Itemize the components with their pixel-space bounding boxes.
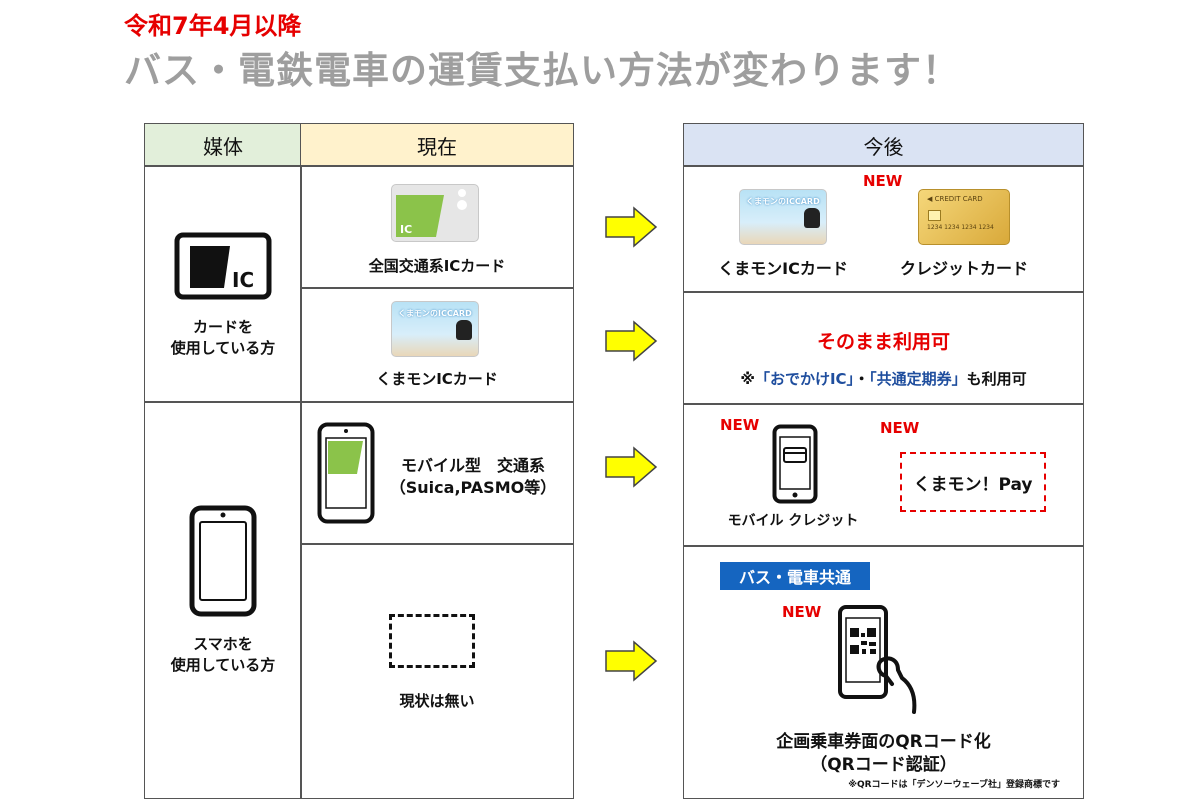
current-kumamon-cell bbox=[300, 287, 574, 403]
bus-train-common-label: バス・電車共通 bbox=[738, 568, 851, 587]
future-cards-cell bbox=[683, 165, 1084, 293]
continue-use-note: ※「おでかけIC」・「共通定期券」も利用可 bbox=[683, 368, 1084, 389]
media-smartphone-cell bbox=[144, 401, 302, 799]
arrow-right-icon bbox=[605, 446, 658, 488]
current-ic-cell bbox=[300, 165, 574, 289]
card-user-label-1: カードを bbox=[192, 318, 253, 336]
smartphone-user-label-2: 使用している方 bbox=[170, 656, 276, 674]
future-continue-cell bbox=[683, 291, 1084, 405]
credit-card-new-badge: NEW bbox=[863, 172, 903, 190]
national-ic-card-image: IC bbox=[391, 184, 479, 242]
credit-card-label: クレジットカード bbox=[899, 259, 1028, 278]
future-kumamon-card-label: くまモンICカード bbox=[718, 259, 848, 278]
mobile-credit-phone-icon bbox=[772, 424, 818, 508]
header-current: 現在 bbox=[300, 123, 574, 167]
credit-card-text: ◀ CREDIT CARD bbox=[927, 195, 983, 203]
qr-trademark-note: ※QRコードは「デンソーウェーブ社」登録商標です bbox=[848, 780, 1060, 790]
mobile-credit-label: モバイル クレジット bbox=[727, 513, 859, 529]
header-media: 媒体 bbox=[144, 123, 302, 167]
qr-label-2: （QRコード認証） bbox=[810, 755, 957, 775]
qr-label-1: 企画乗車券面のQRコード化 bbox=[776, 732, 991, 752]
smartphone-user-label-1: スマホを bbox=[193, 635, 253, 653]
none-placeholder-box bbox=[389, 614, 475, 668]
card-user-label-2: 使用している方 bbox=[170, 339, 276, 357]
future-qr-cell bbox=[683, 545, 1084, 799]
credit-card-image: ◀ CREDIT CARD 1234 1234 1234 1234 bbox=[918, 189, 1010, 245]
kumamon-pay-label: くまモン！Pay bbox=[913, 474, 1033, 495]
kumamon-pay-new-badge: NEW bbox=[880, 419, 920, 437]
note-common-pass: 「共通定期券」 bbox=[869, 370, 967, 388]
continue-use-text: そのまま利用可 bbox=[816, 331, 950, 353]
header-future: 今後 bbox=[683, 123, 1084, 167]
future-kumamon-card-image: くまモンのICCARD bbox=[739, 189, 827, 245]
future-mobile-cell bbox=[683, 403, 1084, 547]
page-title: バス・電鉄電車の運賃支払い方法が変わります！ bbox=[124, 49, 960, 92]
future-kumamon-brand-text: くまモンのICCARD bbox=[746, 197, 820, 206]
current-none-cell bbox=[300, 543, 574, 799]
none-label: 現状は無い bbox=[399, 692, 475, 710]
media-card-cell bbox=[144, 165, 302, 403]
note-odekake-ic: 「おでかけIC」 bbox=[754, 370, 855, 388]
kumamon-pay-box: くまモン！Pay bbox=[900, 452, 1046, 512]
arrow-right-icon bbox=[605, 320, 658, 362]
header-current-label: 現在 bbox=[417, 134, 457, 159]
qr-new-badge: NEW bbox=[782, 603, 822, 621]
ic-icon-text: IC bbox=[232, 268, 254, 292]
national-ic-card-label: 全国交通系ICカード bbox=[368, 257, 506, 275]
credit-card-number: 1234 1234 1234 1234 bbox=[927, 224, 994, 231]
qr-phone-hand-icon bbox=[832, 604, 928, 718]
kumamon-ic-card-label: くまモンICカード bbox=[376, 370, 498, 388]
note-prefix: ※ bbox=[740, 370, 755, 388]
kumamon-card-brand-text: くまモンのICCARD bbox=[398, 309, 472, 318]
bus-train-common-badge: バス・電車共通 bbox=[720, 562, 870, 590]
mobile-ic-label-1: モバイル型 交通系 bbox=[400, 456, 545, 475]
mobile-ic-phone-icon bbox=[317, 422, 375, 528]
national-ic-card-text: IC bbox=[400, 223, 412, 236]
mobile-ic-label-2: （Suica,PASMO等） bbox=[389, 478, 557, 497]
mobile-credit-new-badge: NEW bbox=[720, 416, 760, 434]
current-mobile-cell bbox=[300, 401, 574, 545]
note-suffix: も利用可 bbox=[966, 370, 1027, 388]
arrow-right-icon bbox=[605, 206, 658, 248]
header-future-label: 今後 bbox=[863, 134, 904, 159]
header-media-label: 媒体 bbox=[203, 134, 243, 159]
note-dot: ・ bbox=[854, 370, 870, 388]
subtitle: 令和7年4月以降 bbox=[124, 12, 302, 40]
kumamon-ic-card-image: くまモンのICCARD bbox=[391, 301, 479, 357]
ic-card-icon: IC bbox=[174, 232, 272, 304]
arrow-right-icon bbox=[605, 640, 658, 682]
smartphone-icon bbox=[189, 505, 257, 621]
